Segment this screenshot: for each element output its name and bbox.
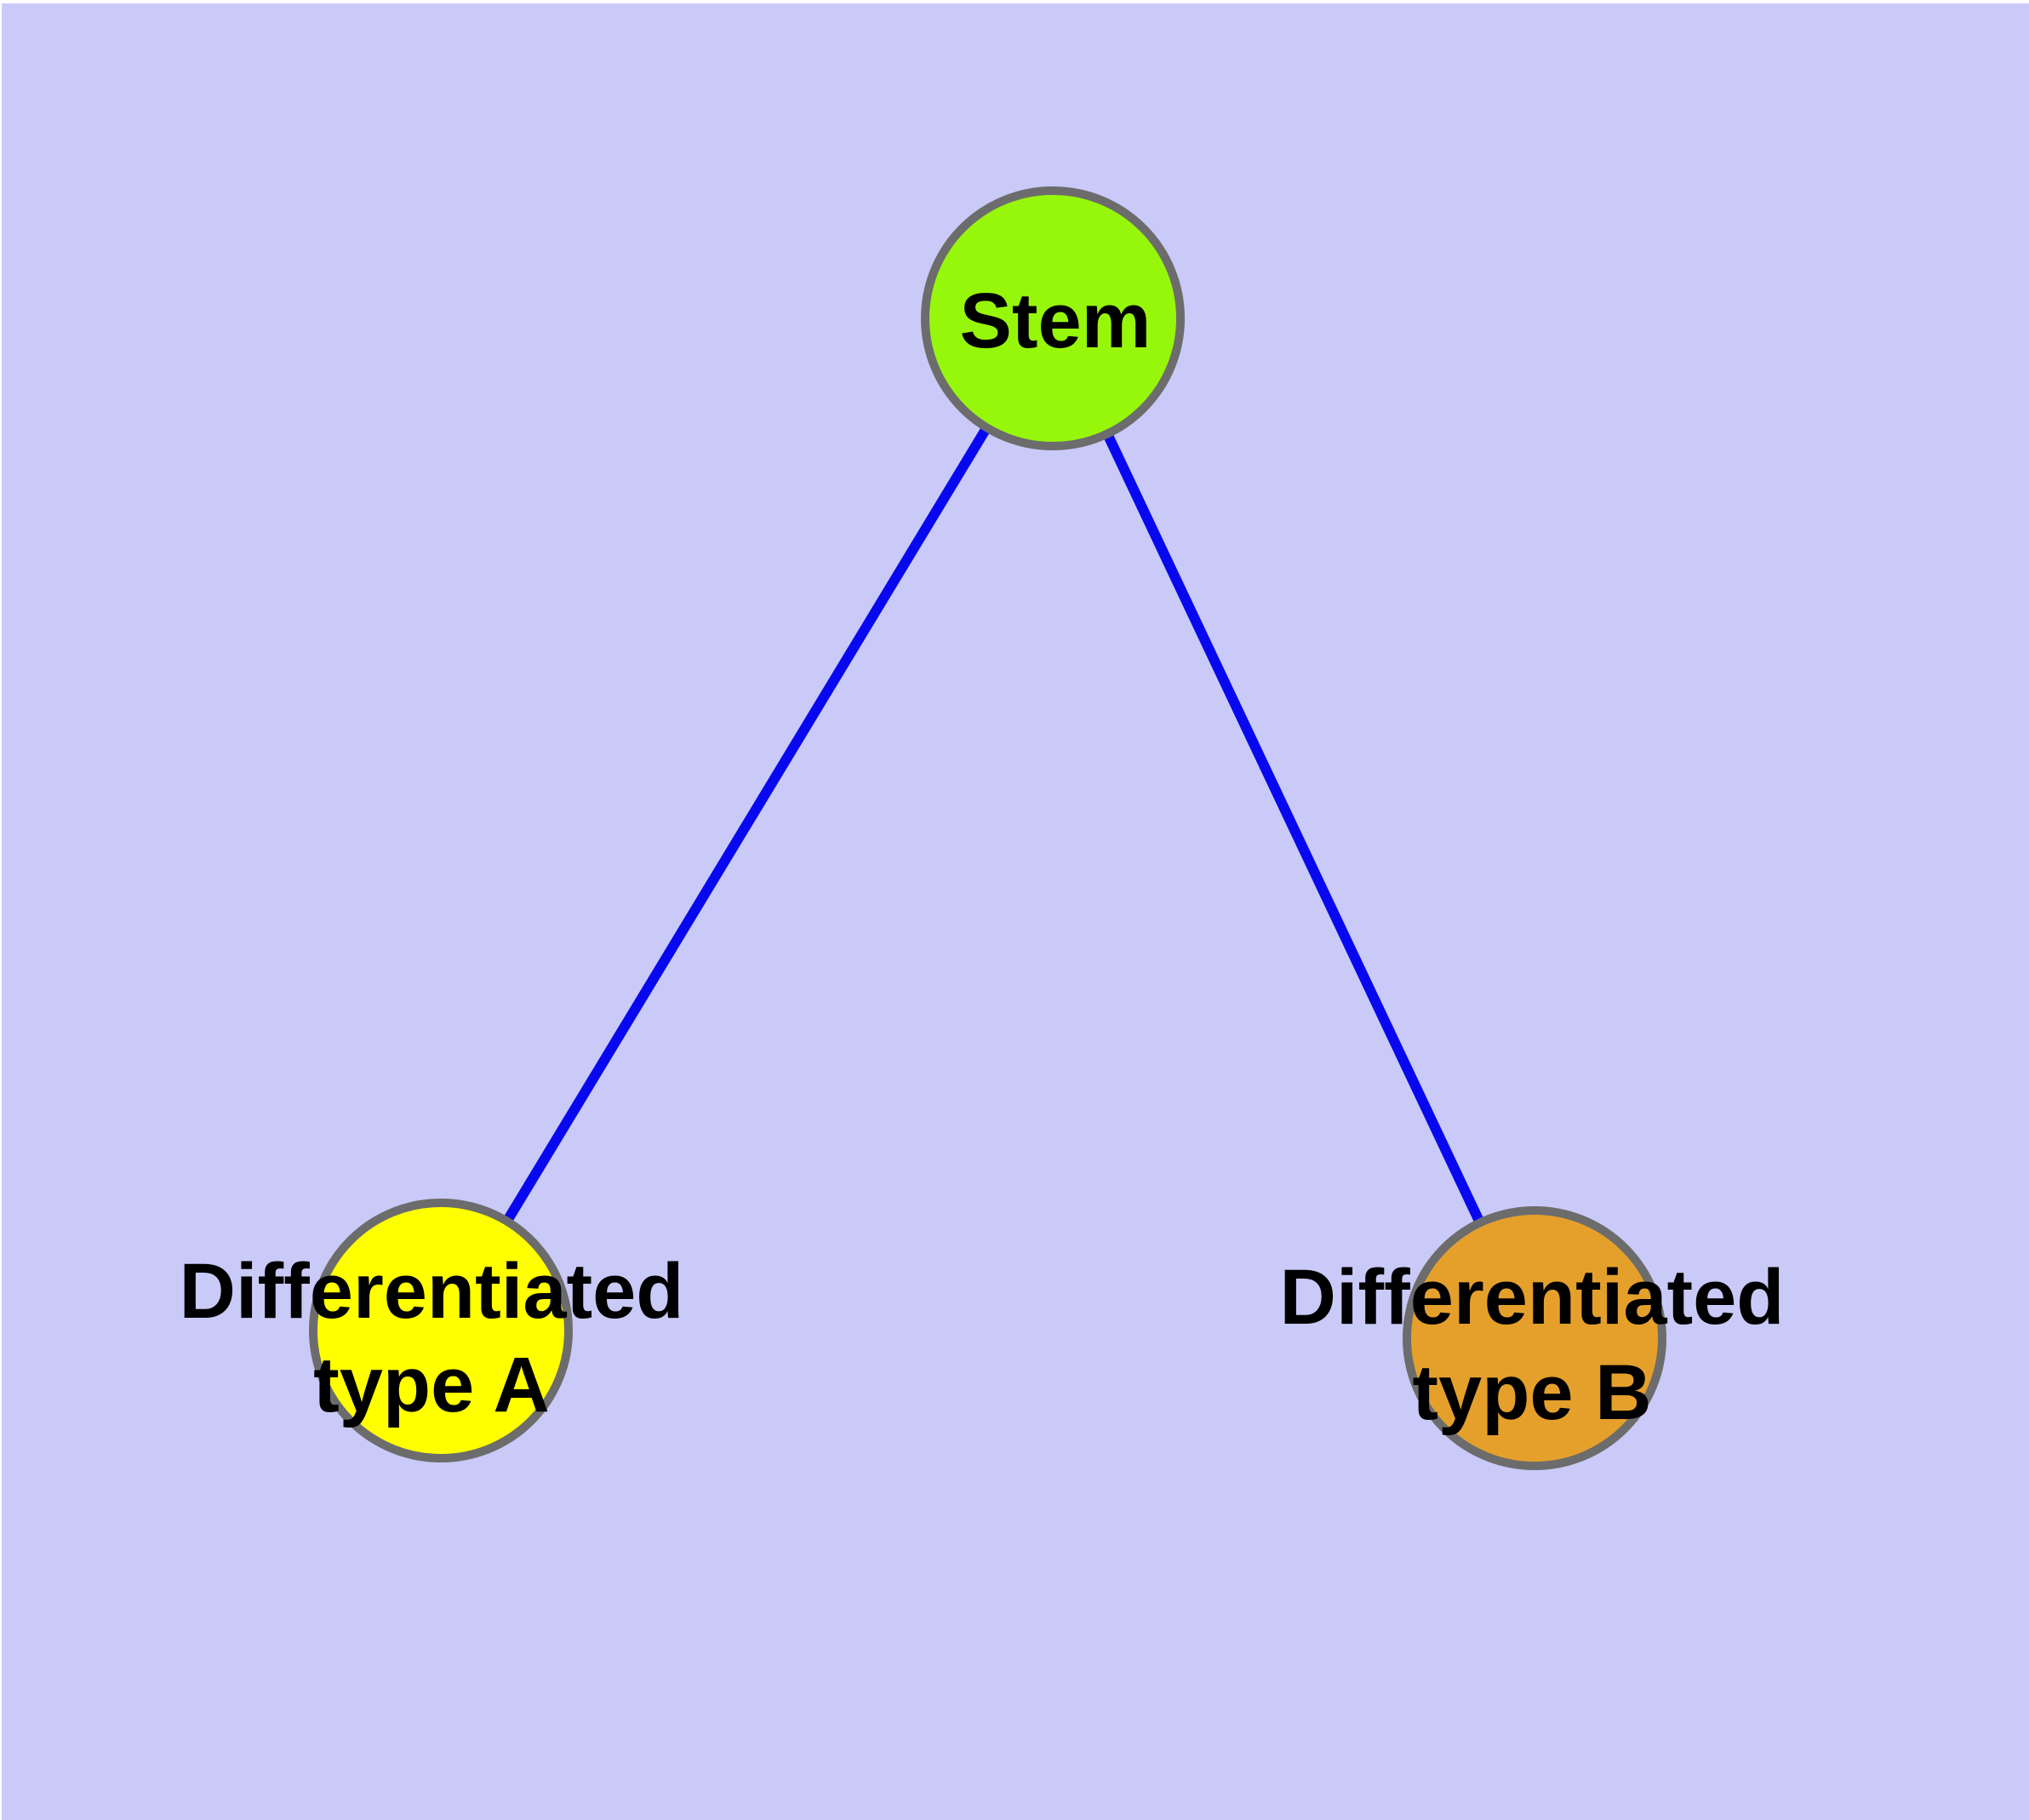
edge-stem-to-type-b [1048, 316, 1540, 1341]
edge-stem-to-type-a [436, 315, 1058, 1334]
node-type-b-label-line1: Differentiated [1280, 1254, 1785, 1341]
node-stem-label: Stem [960, 278, 1152, 364]
node-type-b-label-line2: type B [1412, 1349, 1651, 1436]
node-stem-circle [921, 186, 1185, 450]
node-type-a-label-line1: Differentiated [180, 1248, 684, 1335]
node-type-a-circle [309, 1199, 573, 1462]
node-type-b-circle [1403, 1206, 1666, 1470]
node-type-a-label-line2: type A [313, 1342, 550, 1428]
